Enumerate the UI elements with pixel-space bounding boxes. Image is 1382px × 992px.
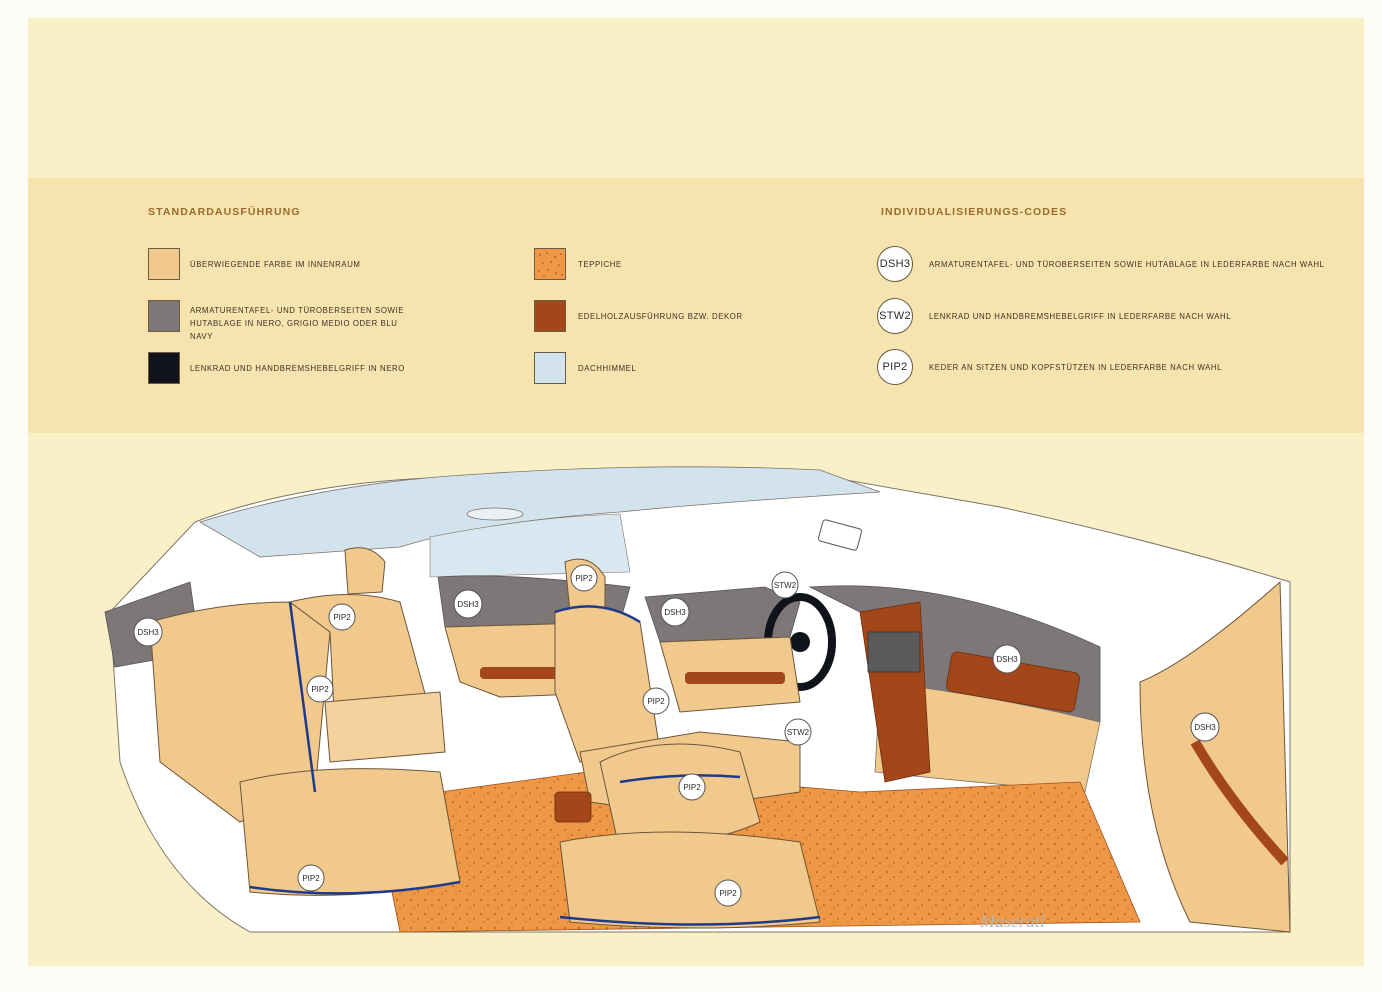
rear-seat-back-left [149, 601, 331, 823]
diagram-tag-stw2-2: STW2 [784, 718, 812, 746]
driver-seat-cushion [559, 831, 821, 929]
diagram-tag-dsh3-5: DSH3 [1190, 712, 1220, 742]
legend-interior-color: ÜBERWIEGENDE FARBE IM INNENRAUM [190, 260, 361, 269]
svg-text:PIP2: PIP2 [683, 783, 701, 792]
rear-headrest [344, 547, 386, 595]
front-door-wood [685, 672, 785, 684]
svg-text:PIP2: PIP2 [311, 685, 329, 694]
svg-text:DSH3: DSH3 [1194, 723, 1216, 732]
swatch-interior-color [148, 248, 180, 280]
diagram-tag-dsh3-1: DSH3 [133, 617, 163, 647]
code-legend-dsh3: ARMATURENTAFEL- UND TÜROBERSEITEN SOWIE … [929, 260, 1325, 269]
swatch-dashboard-tops [148, 300, 180, 332]
diagram-tag-pip2-2: PIP2 [306, 675, 334, 703]
code-legend-pip2: KEDER AN SITZEN UND KOPFSTÜTZEN IN LEDER… [929, 363, 1223, 372]
svg-text:STW2: STW2 [774, 581, 797, 590]
front-seat-piping [554, 605, 641, 624]
diagram-tag-dsh3-4: DSH3 [992, 644, 1022, 674]
dome-light [466, 507, 524, 521]
right-door-wood [1190, 739, 1289, 866]
svg-text:DSH3: DSH3 [996, 655, 1018, 664]
diagram-tag-dsh3-3: DSH3 [660, 597, 690, 627]
standard-heading: STANDARDAUSFÜHRUNG [148, 206, 301, 218]
brand-script-sill: Maserati [979, 911, 1045, 931]
code-badge-pip2: PIP2 [877, 349, 913, 385]
console-wood-panel [554, 791, 592, 823]
rear-seat-cushion [239, 768, 461, 896]
diagram-tag-pip2-4: PIP2 [642, 687, 670, 715]
legend-dashboard-tops: ARMATURENTAFEL- UND TÜROBERSEITEN SOWIE … [190, 306, 405, 341]
swatch-steering-wheel [148, 352, 180, 384]
svg-text:STW2: STW2 [787, 728, 810, 737]
legend-band [28, 178, 1364, 433]
codes-heading: INDIVIDUALISIERUNGS-CODES [881, 206, 1068, 218]
svg-text:DSH3: DSH3 [457, 600, 479, 609]
diagram-tag-pip2-5: PIP2 [678, 773, 706, 801]
svg-text:PIP2: PIP2 [302, 874, 320, 883]
legend-headliner: DACHHIMMEL [578, 364, 637, 373]
carpet-texture-icon [538, 252, 563, 277]
interior-cutaway-drawing: Maserati DSH3 DSH3 DSH3 DSH3 DSH3 STW2 [104, 466, 1291, 933]
dashboard-lower [874, 681, 1101, 793]
diagram-tag-pip2-3: PIP2 [570, 564, 598, 592]
right-door-panel [1139, 580, 1291, 933]
svg-text:PIP2: PIP2 [719, 889, 737, 898]
svg-text:DSH3: DSH3 [137, 628, 159, 637]
svg-text:PIP2: PIP2 [647, 697, 665, 706]
code-badge-dsh3: DSH3 [877, 246, 913, 282]
rear-armrest [324, 691, 446, 763]
code-legend-stw2: LENKRAD UND HANDBREMSHEBELGRIFF IN LEDER… [929, 312, 1232, 321]
diagram-tag-pip2-7: PIP2 [714, 879, 742, 907]
legend-wood-trim: EDELHOLZAUSFÜHRUNG BZW. DEKOR [578, 312, 743, 321]
rear-view-mirror [818, 519, 862, 551]
driver-seat-piping [619, 774, 741, 784]
svg-text:PIP2: PIP2 [575, 574, 593, 583]
diagram-tag-pip2-6: PIP2 [297, 864, 325, 892]
diagram-tag-stw2-1: STW2 [771, 571, 799, 599]
rear-seat-piping [249, 880, 461, 895]
svg-text:DSH3: DSH3 [664, 608, 686, 617]
legend-steering-wheel: LENKRAD UND HANDBREMSHEBELGRIFF IN NERO [190, 364, 405, 373]
swatch-wood-trim [534, 300, 566, 332]
legend-carpets: TEPPICHE [578, 260, 622, 269]
car-interior-illustration: Maserati DSH3 DSH3 DSH3 DSH3 DSH3 STW2 [100, 462, 1292, 934]
code-badge-stw2: STW2 [877, 298, 913, 334]
diagram-tag-pip2-1: PIP2 [328, 603, 356, 631]
swatch-headliner [534, 352, 566, 384]
swatch-carpets [534, 248, 566, 280]
steering-hub [790, 632, 810, 652]
diagram-tag-dsh3-2: DSH3 [453, 589, 483, 619]
svg-text:PIP2: PIP2 [333, 613, 351, 622]
navigation-screen [867, 631, 921, 673]
rear-back-piping [288, 601, 317, 793]
driver-cushion-piping [559, 915, 821, 926]
